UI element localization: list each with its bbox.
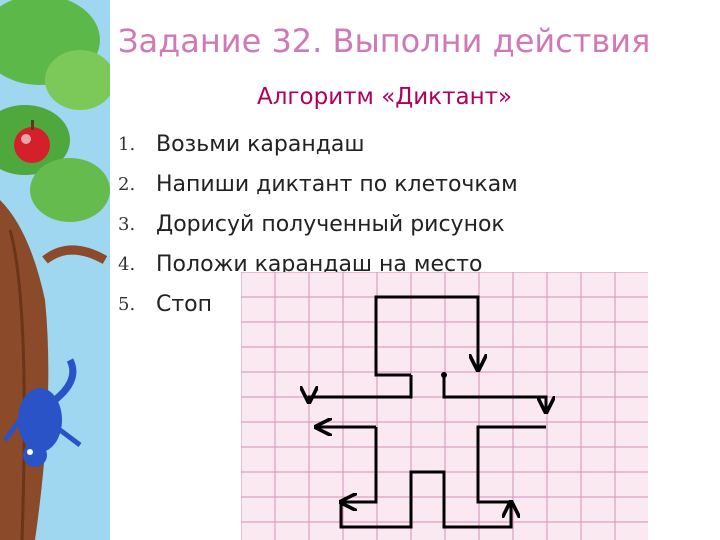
step-number: 4. bbox=[118, 253, 136, 275]
list-item: 3. Дорисуй полученный рисунок bbox=[118, 204, 518, 244]
algorithm-steps: 1. Возьми карандаш 2. Напиши диктант по … bbox=[118, 124, 518, 324]
lizard-icon bbox=[3, 358, 82, 467]
path-arrow bbox=[339, 470, 511, 529]
path-arrow bbox=[442, 375, 546, 412]
list-item: 5. Стоп bbox=[118, 284, 518, 324]
tree-decoration bbox=[0, 0, 110, 540]
slide-subtitle: Алгоритм «Диктант» bbox=[257, 84, 513, 110]
path-arrow bbox=[476, 425, 546, 504]
step-text: Возьми карандаш bbox=[156, 131, 365, 157]
arrow-path bbox=[309, 295, 546, 529]
step-number: 3. bbox=[118, 213, 136, 235]
path-arrow bbox=[341, 427, 378, 502]
step-number: 5. bbox=[118, 293, 136, 315]
step-text: Стоп bbox=[156, 291, 213, 317]
tree-icon bbox=[0, 0, 110, 540]
slide-title: Задание 32. Выполни действия bbox=[118, 22, 651, 60]
list-item: 2. Напиши диктант по клеточкам bbox=[118, 164, 518, 204]
start-dot bbox=[441, 372, 447, 378]
path-arrow bbox=[374, 295, 478, 377]
step-text: Напиши диктант по клеточкам bbox=[156, 171, 518, 197]
step-number: 2. bbox=[118, 173, 136, 195]
step-text: Дорисуй полученный рисунок bbox=[156, 211, 505, 237]
step-number: 1. bbox=[118, 133, 136, 155]
list-item: 1. Возьми карандаш bbox=[118, 124, 518, 164]
apple-icon bbox=[14, 120, 50, 163]
path-arrow bbox=[309, 375, 413, 402]
dictation-grid bbox=[241, 272, 648, 540]
